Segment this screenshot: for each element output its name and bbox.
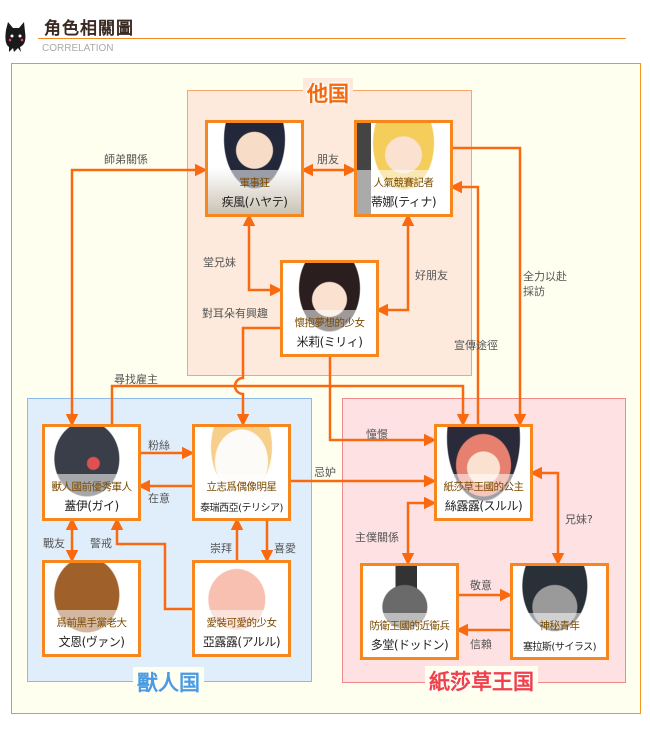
character-role: 軍事狂 (239, 177, 271, 189)
line-master-pupil (65, 163, 208, 427)
region-label-other: 他国 (303, 78, 353, 108)
line-employer (110, 384, 470, 427)
line-admire (328, 356, 437, 447)
relation-label: 朋友 (317, 153, 339, 166)
relation-label: 警戒 (90, 537, 112, 550)
character-card-hayate: 軍事狂疾風(ハヤテ) (205, 120, 304, 217)
character-name: 塞拉斯(サイラス) (522, 642, 597, 653)
character-card-tina: 人氣競賽記者蒂娜(ティナ) (354, 120, 453, 217)
page-subtitle: CORRELATION (42, 43, 114, 54)
region-label-papyrus: 紙莎草王国 (425, 666, 538, 696)
relation-label: 採訪 (523, 285, 545, 298)
character-role: 防衛王國的近衛兵 (369, 620, 451, 632)
relation-label: 敬意 (470, 579, 492, 592)
relation-label: 全力以赴 (523, 270, 567, 283)
relation-label: 堂兄妹 (203, 256, 236, 269)
relation-label: 主僕關係 (355, 531, 399, 544)
character-role: 愛裝可愛的少女 (206, 617, 278, 629)
character-card-milly: 懷抱夢想的少女米莉(ミリィ) (280, 260, 379, 357)
character-role: 懷抱夢想的少女 (294, 317, 366, 329)
character-role: 爲前黑手黨老大 (56, 617, 128, 629)
line-cousins (242, 213, 283, 297)
character-card-dodon: 防衛王國的近衛兵多堂(ドッドン) (360, 563, 459, 660)
character-role: 人氣競賽記者 (373, 177, 435, 189)
relation-label: 喜愛 (274, 542, 296, 555)
black-cat-logo-icon (5, 22, 26, 52)
character-card-guy: 獸人國前優秀軍人蓋伊(ガイ) (42, 424, 141, 521)
region-label-beast: 獸人国 (133, 667, 204, 697)
character-name: 泰瑞西亞(テリシア) (200, 503, 283, 514)
character-role: 獸人國前優秀軍人 (51, 481, 133, 493)
character-card-terisia: 立志爲偶像明星泰瑞西亞(テリシア) (192, 424, 291, 521)
character-name: 絲露露(スルル) (444, 499, 523, 513)
character-role: 神秘青年 (539, 620, 581, 632)
line-interview (452, 146, 527, 427)
line-siblings (529, 466, 565, 566)
relation-label: 戰友 (43, 537, 65, 550)
relation-label: 信賴 (470, 638, 492, 651)
character-name: 米莉(ミリィ) (296, 335, 363, 349)
character-name: 蒂娜(ティナ) (370, 195, 437, 209)
character-card-sururu: 紙莎草王國的公主絲露露(スルル) (434, 424, 533, 521)
relation-label: 粉絲 (148, 439, 170, 452)
character-name: 亞露露(アルル) (202, 635, 281, 649)
character-name: 文恩(ヴァン) (58, 635, 125, 649)
relation-label: 好朋友 (415, 269, 448, 282)
relation-label: 忌妒 (314, 466, 336, 479)
relation-label: 師弟關係 (104, 153, 148, 166)
relation-label: 尋找雇主 (114, 373, 158, 386)
page-title: 角色相關圖 (44, 19, 134, 39)
line-wary (110, 517, 192, 611)
line-master-servant (401, 496, 437, 566)
character-card-van: 爲前黑手黨老大文恩(ヴァン) (42, 560, 141, 657)
character-card-aruru: 愛裝可愛的少女亞露露(アルル) (192, 560, 291, 657)
character-name: 疾風(ハヤテ) (221, 195, 288, 209)
relation-label: 兄妹? (565, 513, 593, 526)
character-name: 蓋伊(ガイ) (64, 499, 119, 513)
relation-label: 崇拜 (210, 542, 232, 555)
line-ears (233, 326, 280, 427)
character-card-cyrus: 神秘青年塞拉斯(サイラス) (510, 563, 609, 660)
relation-label: 宣傳途徑 (454, 339, 498, 352)
relation-label: 憧憬 (366, 428, 388, 441)
line-good-friends (375, 213, 415, 317)
relation-label: 在意 (148, 492, 170, 505)
title-divider (38, 38, 626, 39)
character-role: 立志爲偶像明星 (206, 481, 278, 493)
line-promotion (449, 180, 480, 424)
character-role: 紙莎草王國的公主 (443, 481, 525, 493)
relation-label: 對耳朵有興趣 (202, 307, 268, 320)
character-name: 多堂(ドッドン) (370, 638, 449, 652)
